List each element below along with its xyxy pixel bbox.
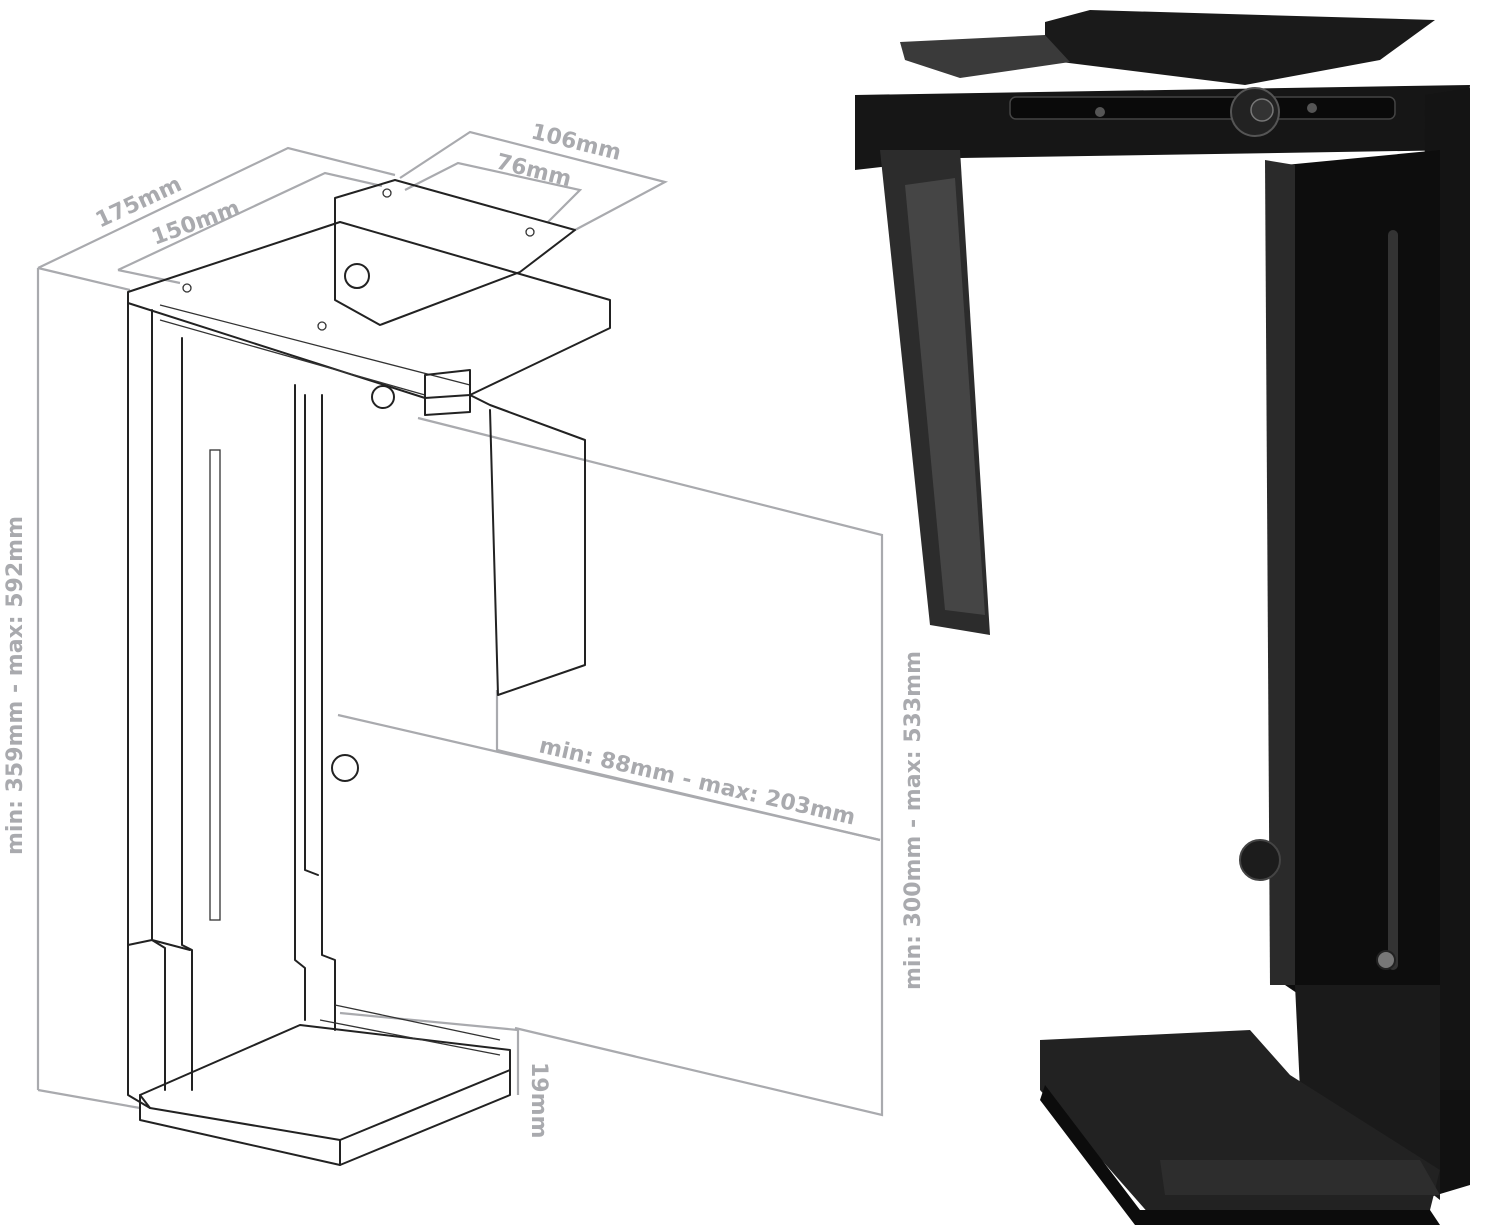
bracket-outline (127, 179, 611, 1166)
dimension-lines (36, 130, 884, 1117)
height-range-label: min: 359mm - max: 592mm (3, 516, 28, 855)
side-knob (1239, 839, 1281, 881)
base-lip-label: 19mm (526, 1062, 551, 1138)
top-plate (1045, 10, 1435, 85)
product-photo (855, 10, 1470, 1225)
width-range-label: min: 88mm - max: 203mm (537, 733, 858, 830)
clamp-height-range-label: min: 300mm - max: 533mm (901, 651, 926, 990)
technical-line-drawing: 175mm 150mm 106mm 76mm min: 359mm - max:… (3, 120, 926, 1166)
